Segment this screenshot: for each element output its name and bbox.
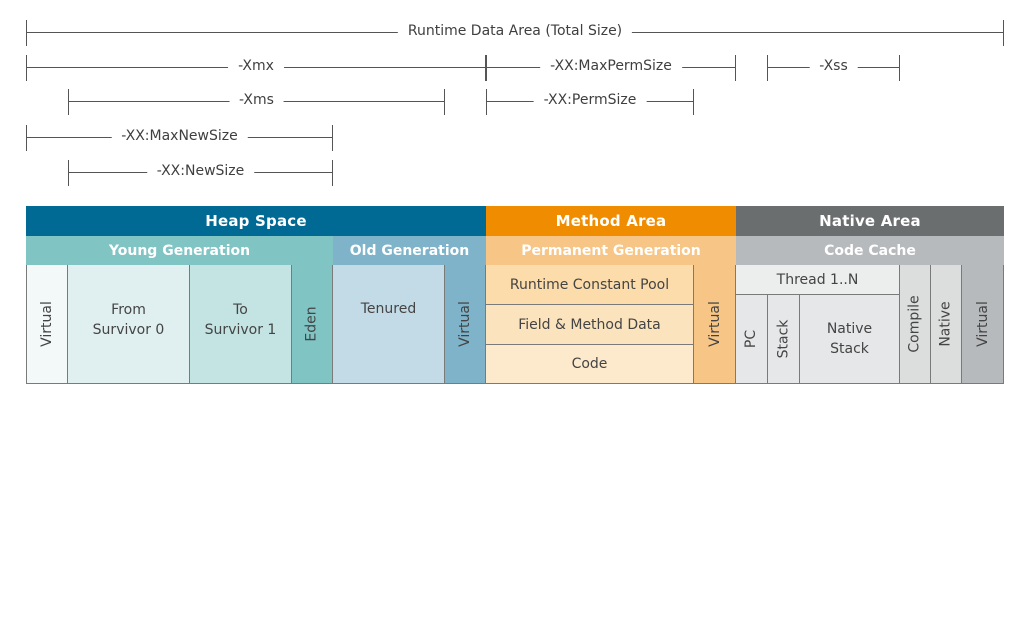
tenured-label: Tenured <box>360 301 417 317</box>
native-label: Native <box>938 301 954 347</box>
field-method-data-label: Field & Method Data <box>518 316 661 333</box>
dimension-max-perm-size: -XX:MaxPermSize <box>486 55 736 81</box>
from-survivor-cell: From Survivor 0 <box>68 265 190 384</box>
method-area-header: Method Area <box>486 206 736 236</box>
native-cell: Native <box>931 265 962 384</box>
perm-virtual-label: Virtual <box>706 301 723 347</box>
native-stack-label: Native Stack <box>826 321 873 357</box>
dimension-xms: -Xms <box>68 89 445 115</box>
dimension-label: -Xss <box>809 58 858 74</box>
dimension-label: -Xms <box>229 92 284 108</box>
code-cache-label: Code Cache <box>824 242 916 259</box>
old-generation-header: Old Generation <box>333 236 486 265</box>
pc-label: PC <box>743 329 760 349</box>
to-survivor-label: To Survivor 1 <box>204 302 277 338</box>
old-generation-label: Old Generation <box>349 242 470 259</box>
dimension-xss: -Xss <box>767 55 900 81</box>
stack-cell: Stack <box>768 295 800 384</box>
young-virtual-cell: Virtual <box>26 265 68 384</box>
perm-virtual-cell: Virtual <box>694 265 736 384</box>
young-generation-label: Young Generation <box>108 242 251 259</box>
compile-label: Compile <box>907 295 924 353</box>
native-virtual-cell: Virtual <box>962 265 1004 384</box>
heap-space-label: Heap Space <box>205 212 307 230</box>
dimension-perm-size: -XX:PermSize <box>486 89 694 115</box>
permanent-generation-label: Permanent Generation <box>521 242 701 259</box>
dimension-label: -XX:NewSize <box>146 163 255 179</box>
dimension-total-size: Runtime Data Area (Total Size) <box>26 20 1004 46</box>
dimension-max-new-size: -XX:MaxNewSize <box>26 125 333 151</box>
eden-cell: Eden <box>292 265 333 384</box>
dimension-label: -XX:PermSize <box>533 92 647 108</box>
native-area-header: Native Area <box>736 206 1004 236</box>
thread-label: Thread 1..N <box>776 271 859 288</box>
eden-label: Eden <box>304 306 320 342</box>
dimension-new-size: -XX:NewSize <box>68 160 333 186</box>
old-virtual-label: Virtual <box>457 301 473 347</box>
young-generation-header: Young Generation <box>26 236 333 265</box>
field-method-data-cell: Field & Method Data <box>486 305 694 345</box>
dimension-label: Runtime Data Area (Total Size) <box>397 23 633 39</box>
dimension-label: -XX:MaxPermSize <box>540 58 682 74</box>
code-cache-header: Code Cache <box>736 236 1004 265</box>
code-cell: Code <box>486 345 694 384</box>
code-label: Code <box>571 356 608 372</box>
old-virtual-cell: Virtual <box>445 265 486 384</box>
dimension-label: -XX:MaxNewSize <box>111 128 248 144</box>
pc-cell: PC <box>736 295 768 384</box>
young-virtual-label: Virtual <box>39 301 55 347</box>
dimension-label: -Xmx <box>228 58 284 74</box>
method-area-label: Method Area <box>555 212 667 230</box>
native-virtual-label: Virtual <box>974 301 991 347</box>
thread-cell: Thread 1..N <box>736 265 900 295</box>
tenured-cell: Tenured <box>333 265 445 384</box>
to-survivor-cell: To Survivor 1 <box>190 265 292 384</box>
runtime-constant-pool-label: Runtime Constant Pool <box>509 276 670 293</box>
compile-cell: Compile <box>900 265 931 384</box>
permanent-generation-header: Permanent Generation <box>486 236 736 265</box>
native-area-label: Native Area <box>819 212 921 230</box>
runtime-constant-pool-cell: Runtime Constant Pool <box>486 265 694 305</box>
dimension-xmx: -Xmx <box>26 55 486 81</box>
native-stack-cell: Native Stack <box>800 295 900 384</box>
stack-label: Stack <box>775 319 792 359</box>
from-survivor-label: From Survivor 0 <box>92 302 165 338</box>
heap-space-header: Heap Space <box>26 206 486 236</box>
